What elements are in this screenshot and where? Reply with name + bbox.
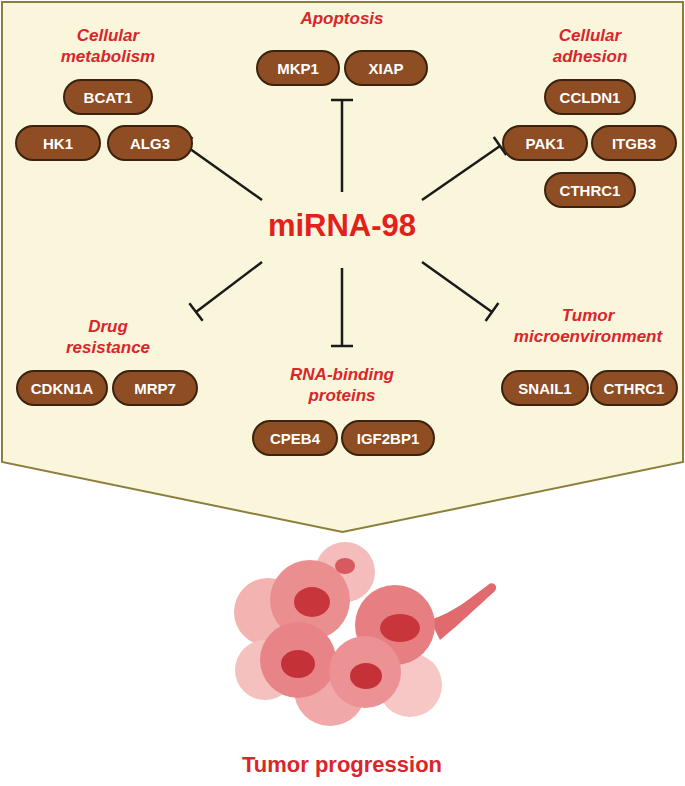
category-heading: Cellular adhesion xyxy=(535,25,645,67)
tumor-cell xyxy=(329,636,401,708)
category-heading: Drug resistance xyxy=(53,316,163,358)
category-heading: Cellular metabolism xyxy=(53,25,163,67)
inhibition-bar xyxy=(189,303,202,321)
gene-pill: BCAT1 xyxy=(63,79,153,115)
gene-name: IGF2BP1 xyxy=(357,430,420,447)
cell-nucleus xyxy=(281,650,315,678)
category-heading: Tumor microenvironment xyxy=(503,305,673,347)
gene-pill: CCLDN1 xyxy=(544,79,636,115)
inhibition-line xyxy=(341,100,344,192)
gene-name: HK1 xyxy=(43,135,73,152)
gene-name: ALG3 xyxy=(130,135,170,152)
gene-name: CPEB4 xyxy=(270,430,320,447)
gene-pill: CTHRC1 xyxy=(590,370,678,406)
cell-nucleus xyxy=(380,614,420,642)
gene-pill: ITGB3 xyxy=(591,125,677,161)
category-heading: Apoptosis xyxy=(272,8,412,29)
gene-name: MKP1 xyxy=(277,60,319,77)
inhibition-line xyxy=(341,268,344,346)
category-heading: RNA-binding proteins xyxy=(272,364,412,406)
gene-pill: ALG3 xyxy=(107,125,193,161)
mirna-panel: miRNA-98 BCAT1HK1 ALG3 MKP1 XIAP CCLDN1PAK1 IT… xyxy=(0,0,685,536)
gene-pill: SNAIL1 xyxy=(501,370,589,406)
gene-name: CDKN1A xyxy=(31,380,94,397)
gene-pill: IGF2BP1 xyxy=(341,420,435,456)
gene-name: CTHRC1 xyxy=(560,182,621,199)
gene-pill: CPEB4 xyxy=(252,420,338,456)
tumor-cell xyxy=(260,622,336,698)
gene-pill: CTHRC1 xyxy=(544,172,636,208)
gene-name: PAK1 xyxy=(526,135,565,152)
outcome-label: Tumor progression xyxy=(192,752,492,778)
gene-pill: MKP1 xyxy=(256,50,340,86)
inhibition-line xyxy=(422,146,500,200)
inhibition-line xyxy=(186,146,262,200)
gene-pill: PAK1 xyxy=(502,125,588,161)
gene-name: CTHRC1 xyxy=(604,380,665,397)
inhibition-line xyxy=(196,262,262,312)
gene-name: MRP7 xyxy=(134,380,176,397)
inhibition-bar xyxy=(486,303,499,321)
inhibition-line xyxy=(422,262,492,312)
gene-pill: XIAP xyxy=(344,50,428,86)
gene-name: BCAT1 xyxy=(84,89,133,106)
tumor-cells xyxy=(234,542,496,726)
gene-pill: CDKN1A xyxy=(16,370,108,406)
gene-name: ITGB3 xyxy=(612,135,656,152)
gene-name: SNAIL1 xyxy=(518,380,571,397)
mirna-name: miRNA-98 xyxy=(242,208,442,244)
cell-nucleus xyxy=(350,663,382,689)
cell-nucleus xyxy=(335,558,355,574)
inhibition-bar xyxy=(331,345,353,348)
gene-name: XIAP xyxy=(368,60,403,77)
cell-protrusion xyxy=(430,583,496,640)
gene-pill: HK1 xyxy=(15,125,101,161)
gene-pill: MRP7 xyxy=(112,370,198,406)
gene-name: CCLDN1 xyxy=(560,89,621,106)
panel-outline xyxy=(2,2,683,532)
cell-nucleus xyxy=(294,587,330,617)
inhibition-bar xyxy=(331,99,353,102)
